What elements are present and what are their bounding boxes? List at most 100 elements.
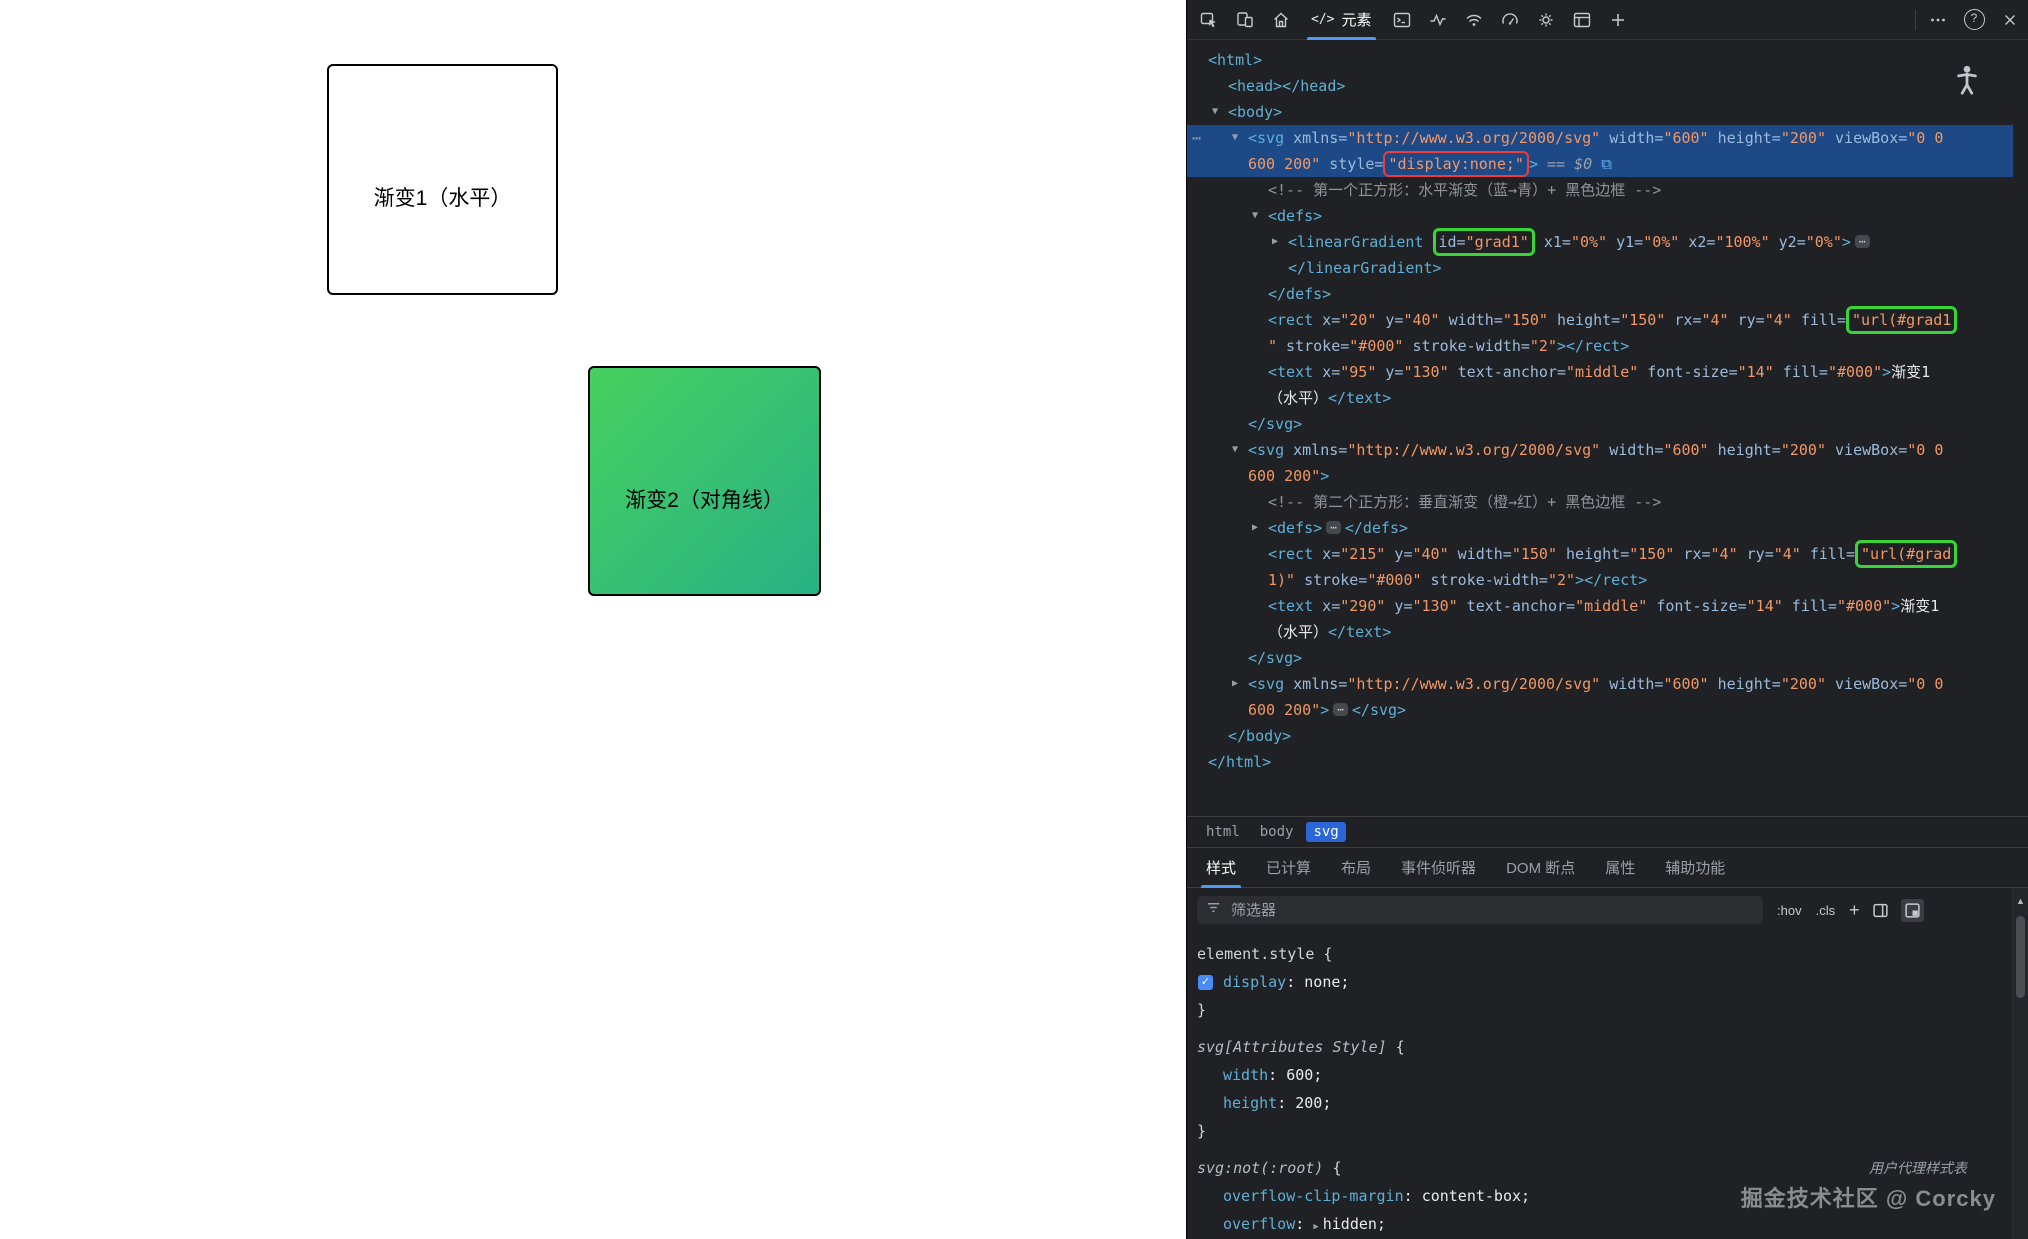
panel-tab[interactable]: 样式: [1191, 847, 1251, 888]
toggle-sidebar-icon[interactable]: [1872, 902, 1889, 919]
panel-tab[interactable]: 属性: [1605, 860, 1636, 877]
dom-tree-line[interactable]: 600 200" style="display:none;"> == $0 ⧉: [1187, 151, 2013, 177]
panel-tab[interactable]: DOM 断点: [1506, 860, 1576, 877]
css-rule: element.style {✓display: none;}: [1187, 940, 2013, 1024]
breadcrumb-item-svg[interactable]: svg: [1306, 822, 1346, 842]
dom-tree-line[interactable]: </linearGradient>: [1187, 255, 2013, 281]
performance-monitor-icon[interactable]: [1420, 0, 1456, 40]
code-token: "#000": [1367, 571, 1422, 589]
network-icon[interactable]: [1456, 0, 1492, 40]
inspect-icon[interactable]: [1191, 0, 1227, 40]
settings-gear-icon[interactable]: [1528, 0, 1564, 40]
dom-tree-line[interactable]: </html>: [1187, 749, 2013, 775]
dom-tree-line[interactable]: <!-- 第二个正方形：垂直渐变（橙→红）+ 黑色边框 -->: [1187, 489, 2013, 515]
dom-tree-line[interactable]: <!-- 第一个正方形：水平渐变（蓝→青）+ 黑色边框 -->: [1187, 177, 2013, 203]
annotation-box-green: id="grad1": [1432, 228, 1535, 256]
dom-tree-line[interactable]: （水平）</text>: [1187, 619, 2013, 645]
home-icon[interactable]: [1263, 0, 1299, 40]
dom-tree-line[interactable]: ▶<linearGradient id="grad1" x1="0%" y1="…: [1187, 228, 2013, 256]
code-token: 600 200": [1248, 155, 1321, 173]
css-property-line[interactable]: overflow: ▶hidden;: [1223, 1215, 1386, 1233]
dom-tree-line[interactable]: 600 200">: [1187, 463, 2013, 489]
value-expand-arrow-icon[interactable]: ▶: [1313, 1222, 1319, 1232]
code-token: </text>: [1328, 389, 1392, 407]
css-property-line[interactable]: height: 200;: [1223, 1094, 1332, 1112]
panel-tab[interactable]: 辅助功能: [1665, 860, 1726, 877]
panel-tab[interactable]: 已计算: [1266, 860, 1312, 877]
element-badge-icon[interactable]: ⧉: [1601, 155, 1612, 173]
node-menu-dots-icon[interactable]: ⋯: [1192, 129, 1202, 147]
dom-tree-line[interactable]: ▼<defs>: [1187, 203, 2013, 229]
dom-tree-line[interactable]: " stroke="#000" stroke-width="2"></rect>: [1187, 333, 2013, 359]
breadcrumb-item-body[interactable]: body: [1259, 824, 1294, 840]
code-token: viewBox=: [1826, 675, 1908, 693]
dom-tree-line[interactable]: ▼⋯<svg xmlns="http://www.w3.org/2000/svg…: [1187, 125, 2013, 151]
dom-tree-line[interactable]: <rect x="20" y="40" width="150" height="…: [1187, 306, 2013, 334]
panel-tab[interactable]: 事件侦听器: [1401, 860, 1477, 877]
code-token: viewBox=: [1826, 129, 1908, 147]
code-token: x=: [1313, 363, 1341, 381]
dom-tree-line[interactable]: ▼<body>: [1187, 99, 2013, 125]
code-token: font-size=: [1638, 363, 1738, 381]
dom-tree-line[interactable]: 1)" stroke="#000" stroke-width="2"></rec…: [1187, 567, 2013, 593]
application-icon[interactable]: [1564, 0, 1600, 40]
code-token: "200": [1780, 129, 1826, 147]
breadcrumb-item-html[interactable]: html: [1206, 824, 1240, 840]
dom-tree-line[interactable]: <head></head>: [1187, 73, 2013, 99]
console-icon[interactable]: [1384, 0, 1420, 40]
dom-tree-line[interactable]: </svg>: [1187, 645, 2013, 671]
property-checkbox[interactable]: ✓: [1198, 975, 1213, 990]
code-token: "url(#grad: [1861, 545, 1952, 563]
dom-tree-line[interactable]: <text x="290" y="130" text-anchor="middl…: [1187, 593, 2013, 619]
code-token: <!-- 第二个正方形：垂直渐变（橙→红）+ 黑色边框 -->: [1268, 493, 1662, 511]
code-token: style=: [1320, 155, 1384, 173]
close-icon[interactable]: [1992, 0, 2028, 40]
css-selector-line[interactable]: svg[Attributes Style] {: [1197, 1038, 1405, 1056]
code-token: "290": [1340, 597, 1386, 615]
scroll-up-arrow-icon[interactable]: ▲: [2016, 896, 2025, 906]
dom-tree-line[interactable]: </body>: [1187, 723, 2013, 749]
scrollbar-thumb[interactable]: [2016, 916, 2025, 998]
collapse-arrow-icon[interactable]: ▼: [1232, 444, 1239, 455]
styles-filter-input[interactable]: [1229, 900, 1754, 920]
dom-tree-line[interactable]: </defs>: [1187, 281, 2013, 307]
panel-tab[interactable]: 布局: [1341, 860, 1372, 877]
css-property-line[interactable]: ✓display: none;: [1187, 968, 2013, 996]
help-icon[interactable]: ?: [1956, 0, 1992, 40]
styles-scrollbar[interactable]: ▲: [2012, 888, 2028, 1239]
add-class-button[interactable]: .cls: [1815, 902, 1836, 918]
dom-tree-line[interactable]: <text x="95" y="130" text-anchor="middle…: [1187, 359, 2013, 385]
dom-tree-line[interactable]: ▼<svg xmlns="http://www.w3.org/2000/svg"…: [1187, 437, 2013, 463]
computed-styles-icon[interactable]: [1900, 898, 1924, 922]
collapse-arrow-icon[interactable]: ▼: [1232, 132, 1239, 143]
toggle-element-state-button[interactable]: :hov: [1777, 902, 1802, 918]
new-style-rule-button[interactable]: +: [1849, 899, 1860, 920]
tab-elements[interactable]: </> 元素: [1299, 0, 1384, 40]
dom-tree-line[interactable]: </svg>: [1187, 411, 2013, 437]
css-property-line[interactable]: overflow-clip-margin: content-box;: [1223, 1187, 1531, 1205]
dom-tree-line[interactable]: <rect x="215" y="40" width="150" height=…: [1187, 540, 2013, 568]
device-toolbar-icon[interactable]: [1227, 0, 1263, 40]
code-token: "600": [1663, 129, 1709, 147]
expand-arrow-icon[interactable]: ▶: [1232, 678, 1239, 689]
add-tools-icon[interactable]: [1600, 0, 1636, 40]
dom-tree-line[interactable]: <html>: [1187, 47, 2013, 73]
dom-tree-line[interactable]: ▶<svg xmlns="http://www.w3.org/2000/svg"…: [1187, 671, 2013, 697]
collapse-arrow-icon[interactable]: ▼: [1252, 210, 1259, 221]
dom-tree-line[interactable]: 600 200">⋯</svg>: [1187, 697, 2013, 723]
expand-arrow-icon[interactable]: ▶: [1272, 236, 1279, 247]
collapsed-content-badge[interactable]: ⋯: [1854, 235, 1870, 248]
collapsed-content-badge[interactable]: ⋯: [1326, 521, 1341, 534]
performance-icon[interactable]: [1492, 0, 1528, 40]
collapse-arrow-icon[interactable]: ▼: [1212, 106, 1219, 117]
css-property-line[interactable]: width: 600;: [1223, 1066, 1323, 1084]
expand-arrow-icon[interactable]: ▶: [1252, 522, 1259, 533]
code-token: ></rect>: [1557, 337, 1630, 355]
styles-tabs: 样式已计算 布局 事件侦听器 DOM 断点 属性 辅助功能: [1187, 847, 2028, 888]
collapsed-content-badge[interactable]: ⋯: [1333, 703, 1348, 716]
more-menu-icon[interactable]: [1920, 0, 1956, 40]
dom-tree-line[interactable]: ▶<defs>⋯</defs>: [1187, 515, 2013, 541]
css-selector-line[interactable]: element.style {: [1197, 945, 1333, 963]
dom-tree-line[interactable]: （水平）</text>: [1187, 385, 2013, 411]
